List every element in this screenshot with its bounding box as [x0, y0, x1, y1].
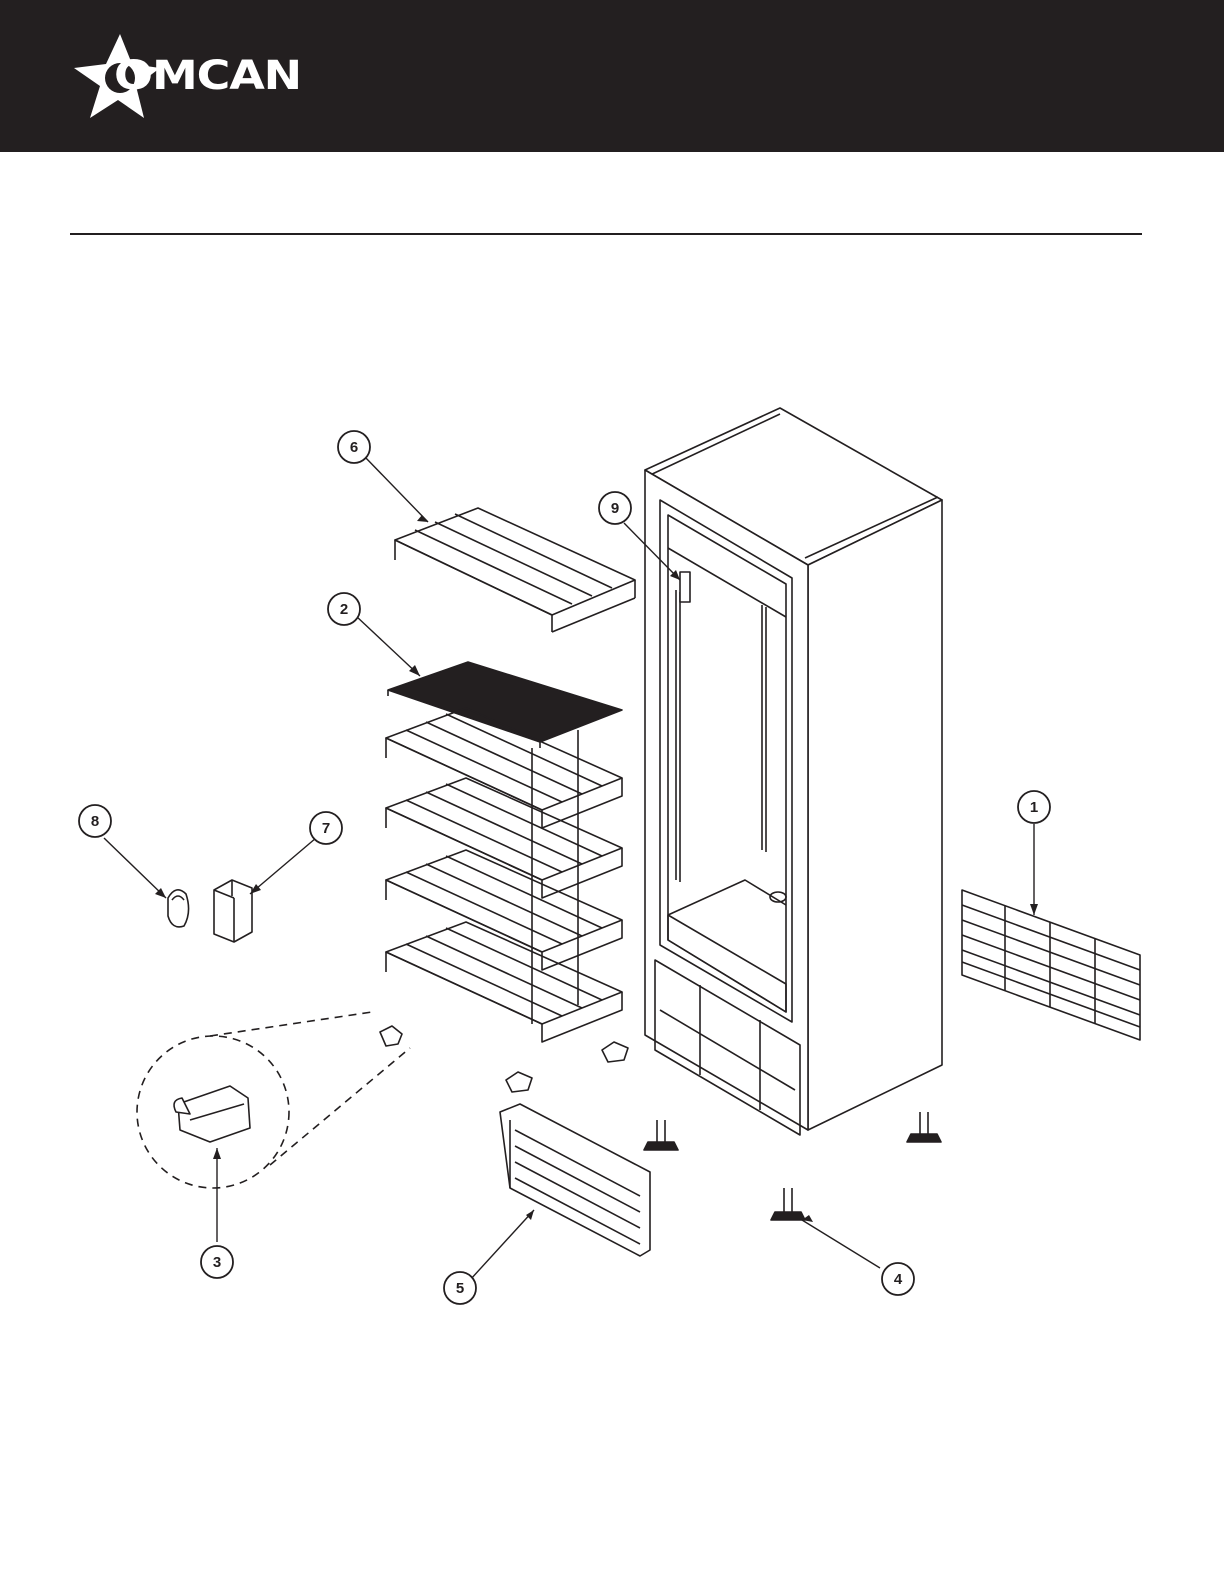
- cabinet: [645, 408, 942, 1135]
- callout-2: 2: [328, 593, 360, 625]
- callout-1-number: 1: [1030, 799, 1038, 816]
- callout-3: 3: [201, 1246, 233, 1278]
- callout-1: 1: [1018, 791, 1050, 823]
- rear-grille: [962, 890, 1140, 1040]
- shelf-clips-loose: [506, 1042, 628, 1092]
- callout-9-number: 9: [611, 500, 619, 517]
- callout-7: 7: [310, 812, 342, 844]
- callout-8-number: 8: [91, 813, 99, 830]
- callout-2-number: 2: [340, 601, 348, 618]
- shelf-clip-detail: [137, 1012, 410, 1188]
- door-handle-bracket: [680, 572, 690, 602]
- knob: [168, 890, 189, 927]
- callout-8: 8: [79, 805, 111, 837]
- front-kick-plate: [500, 1104, 650, 1256]
- shelf-clip-small: [380, 1026, 402, 1046]
- leveling-feet: [644, 1112, 941, 1220]
- control-box: [214, 880, 252, 942]
- callout-9: 9: [599, 492, 631, 524]
- callout-6: 6: [338, 431, 370, 463]
- wire-shelf: [388, 662, 622, 748]
- bottle-rack-top: [395, 508, 635, 632]
- callout-6-number: 6: [350, 439, 358, 456]
- callout-4: 4: [882, 1263, 914, 1295]
- callout-5: 5: [444, 1272, 476, 1304]
- callout-5-number: 5: [456, 1280, 464, 1297]
- callout-7-number: 7: [322, 820, 330, 837]
- callout-3-number: 3: [213, 1254, 221, 1271]
- bottle-racks-stack: [386, 708, 622, 1042]
- callout-4-number: 4: [894, 1271, 903, 1288]
